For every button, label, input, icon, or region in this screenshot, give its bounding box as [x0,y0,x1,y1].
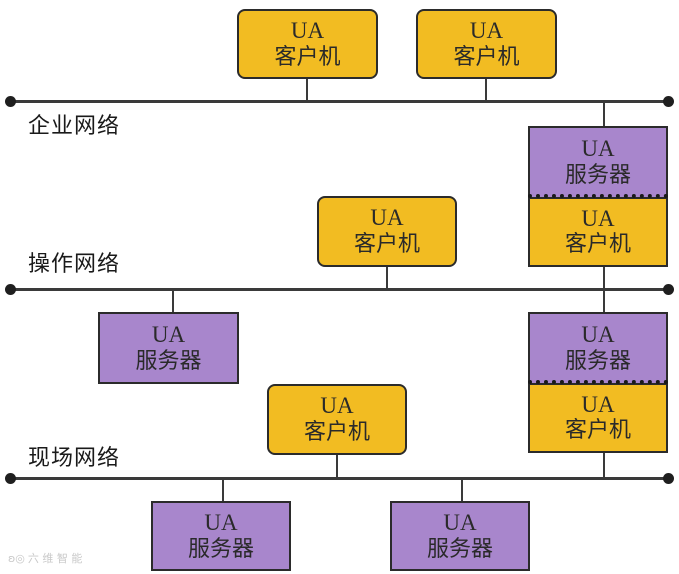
operation-network-bus [10,288,668,291]
ua-server-client-stack: UA 服务器 UA 客户机 [528,312,668,453]
enterprise-bus-left-endpoint [5,96,16,107]
node-title: UA [581,391,615,417]
node-subtitle: 服务器 [564,162,631,188]
node-title: UA [469,17,504,43]
ua-client-node: UA 客户机 [237,9,378,79]
connector-stack-1-up [603,101,605,126]
connector-client-2 [485,78,487,101]
node-title: UA [581,136,615,162]
ua-client-node: UA 客户机 [528,196,668,267]
field-network-label: 现场网络 [28,446,121,471]
enterprise-network-bus [10,100,668,103]
operation-network-label: 操作网络 [28,252,121,277]
connector-client-4 [336,454,338,478]
ua-client-node: UA 客户机 [267,384,407,455]
node-title: UA [290,17,325,43]
node-title: UA [151,321,186,347]
enterprise-bus-right-endpoint [663,96,674,107]
ua-server-node: UA 服务器 [528,126,668,197]
field-bus-right-endpoint [663,473,674,484]
node-subtitle: 客户机 [564,232,631,258]
ua-client-node: UA 客户机 [416,9,557,79]
node-title: UA [443,509,477,535]
node-subtitle: 客户机 [303,420,370,446]
connector-stack-2-down [603,452,605,478]
ua-client-node: UA 客户机 [528,382,668,453]
stack-divider [528,194,668,198]
node-subtitle: 服务器 [564,348,631,374]
stack-divider [528,380,668,384]
field-bus-left-endpoint [5,473,16,484]
node-title: UA [581,205,615,231]
ua-server-node: UA 服务器 [151,501,291,571]
node-subtitle: 客户机 [274,44,341,70]
field-network-bus [10,477,668,480]
connector-stack-1-down [603,266,605,289]
watermark-logo-icon: ʚ◎ [8,551,25,565]
node-subtitle: 服务器 [426,536,493,562]
ua-server-client-stack: UA 服务器 UA 客户机 [528,126,668,267]
node-subtitle: 服务器 [135,348,202,374]
connector-client-3 [386,266,388,289]
ua-client-node: UA 客户机 [317,196,457,267]
connector-client-1 [306,78,308,101]
ua-server-node: UA 服务器 [528,312,668,383]
ua-server-node: UA 服务器 [390,501,530,571]
ua-server-node: UA 服务器 [98,312,239,384]
node-subtitle: 客户机 [564,418,631,444]
connector-stack-2-up [603,290,605,312]
watermark-text: 六 维 智 能 [27,552,83,565]
node-subtitle: 客户机 [353,232,420,258]
operation-bus-right-endpoint [663,284,674,295]
node-title: UA [370,205,404,231]
watermark: ʚ◎ 六 维 智 能 [8,550,82,566]
node-title: UA [204,509,238,535]
operation-bus-left-endpoint [5,284,16,295]
connector-server-3 [461,479,463,501]
node-subtitle: 客户机 [453,44,520,70]
node-title: UA [320,393,354,419]
enterprise-network-label: 企业网络 [28,114,121,139]
connector-server-1 [172,290,174,312]
connector-server-2 [222,479,224,501]
node-subtitle: 服务器 [187,536,254,562]
node-title: UA [581,322,615,348]
